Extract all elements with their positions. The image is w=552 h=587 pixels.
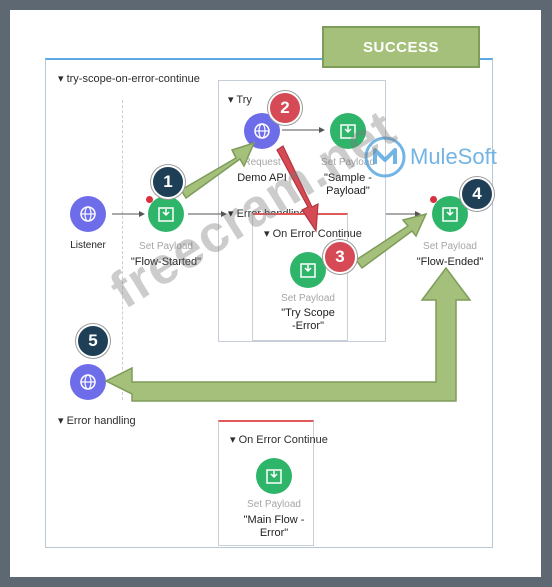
node-caption-demo-api: Demo API — [237, 172, 287, 184]
red-arrow-step2 — [276, 145, 319, 233]
mulesoft-logo-icon — [364, 136, 406, 178]
listener-error-node[interactable] — [70, 364, 106, 400]
collapse-icon[interactable]: ▾ — [58, 415, 67, 427]
globe-icon — [80, 374, 96, 390]
on-error-continue-try-title[interactable]: ▾ On Error Continue — [264, 228, 362, 240]
node-type-label: Set Payload — [321, 157, 375, 168]
success-banner: SUCCESS — [322, 26, 480, 68]
node-caption-try-scope-error: "Try Scope -Error" — [281, 307, 335, 332]
try-scope-title[interactable]: ▾ Try — [228, 94, 252, 106]
set-payload-main-flow-error-node[interactable] — [256, 458, 292, 494]
set-payload-flow-started-node[interactable] — [148, 196, 184, 232]
node-type-label: Set Payload — [281, 293, 335, 304]
node-type-label: Request — [243, 157, 281, 168]
collapse-icon[interactable]: ▾ — [58, 73, 67, 85]
node-caption-flow-started: "Flow-Started" — [130, 256, 202, 268]
set-payload-icon — [158, 207, 174, 222]
flow-title[interactable]: ▾ try-scope-on-error-continue — [58, 73, 200, 85]
try-scope-box — [218, 80, 386, 342]
on-error-continue-main-title[interactable]: ▾ On Error Continue — [230, 434, 328, 446]
step-badge-5: 5 — [76, 324, 110, 358]
node-type-label: Set Payload — [139, 241, 193, 252]
set-payload-icon — [300, 263, 316, 278]
collapse-icon[interactable]: ▾ — [264, 228, 273, 240]
step-badge-2: 2 — [268, 91, 302, 125]
breakpoint-dot — [146, 196, 153, 203]
set-payload-icon — [340, 124, 356, 139]
breakpoint-dot — [430, 196, 437, 203]
mulesoft-logo-text: MuleSoft — [410, 144, 497, 169]
step-badge-1: 1 — [151, 165, 185, 199]
step-badge-3: 3 — [323, 240, 357, 274]
step-badge-4: 4 — [460, 177, 494, 211]
listener-node[interactable] — [70, 196, 106, 232]
globe-icon — [254, 123, 270, 139]
node-caption-flow-ended: "Flow-Ended" — [416, 256, 484, 268]
collapse-icon[interactable]: ▾ — [228, 94, 237, 106]
green-arrow-step1 — [179, 141, 256, 200]
separator-line — [122, 100, 123, 400]
node-caption-sample-payload: "Sample - Payload" — [324, 172, 372, 197]
green-arrow-step4-to-5 — [104, 266, 472, 402]
set-payload-icon — [266, 469, 282, 484]
flow-error-handling-title[interactable]: ▾ Error handling — [58, 415, 136, 427]
node-type-label: Set Payload — [423, 241, 477, 252]
green-arrow-step3 — [354, 212, 428, 270]
collapse-icon[interactable]: ▾ — [230, 434, 239, 446]
globe-icon — [80, 206, 96, 222]
node-type-label: Set Payload — [247, 499, 301, 510]
set-payload-sample-node[interactable] — [330, 113, 366, 149]
listener-label: Listener — [70, 240, 106, 251]
set-payload-try-scope-error-node[interactable] — [290, 252, 326, 288]
node-caption-main-flow-error: "Main Flow - Error" — [243, 514, 305, 539]
flow-container — [45, 58, 493, 548]
mulesoft-logo: MuleSoft — [364, 136, 497, 178]
collapse-icon[interactable]: ▾ — [228, 208, 237, 220]
set-payload-icon — [442, 207, 458, 222]
